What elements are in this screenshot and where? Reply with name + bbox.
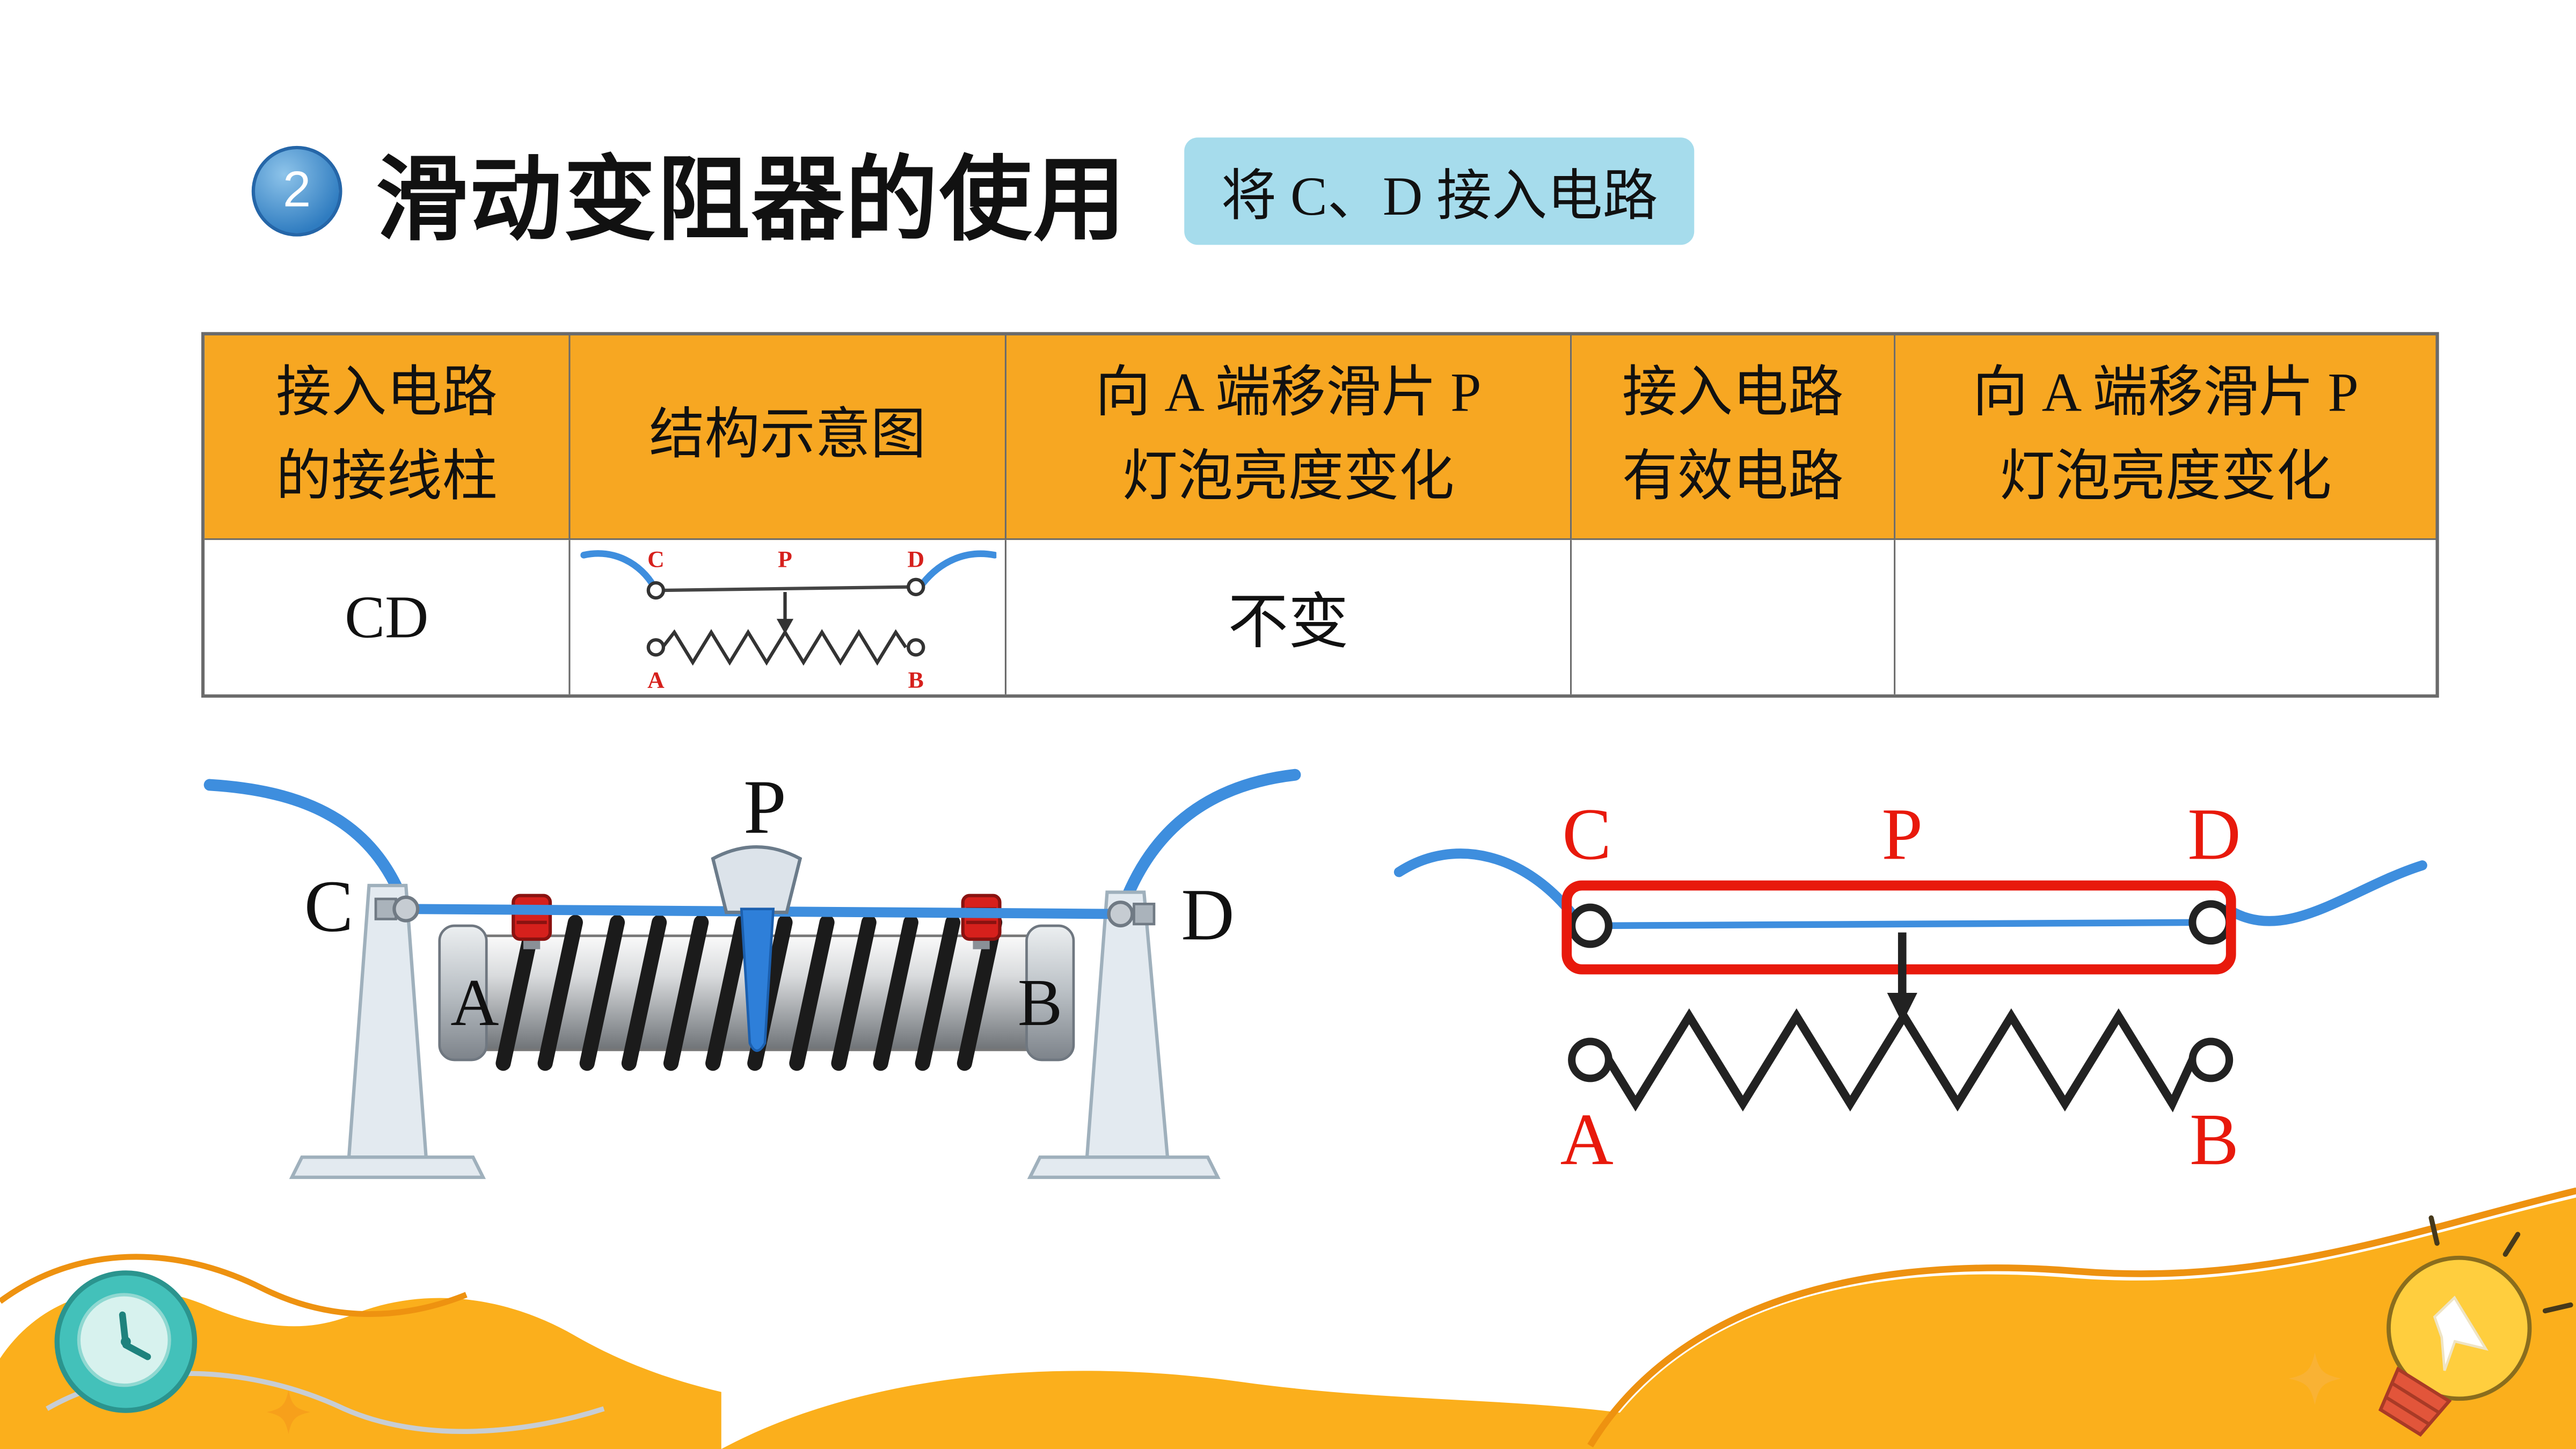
sparkle-icon — [266, 1390, 311, 1434]
photo-label-a: A — [450, 966, 499, 1040]
cell-structure-diagram: C P D A B — [570, 540, 1006, 694]
mini-label-b: B — [907, 667, 923, 692]
section-number-badge: 2 — [251, 145, 342, 237]
schematic-label-d: D — [2187, 793, 2241, 875]
cell-brightness-result-2 — [1895, 540, 2436, 694]
photo-label-p: P — [743, 765, 786, 850]
decor-wave-middle — [721, 1371, 1695, 1449]
cell-effective-circuit — [1572, 540, 1896, 694]
slide-header: 2 滑动变阻器的使用 将 C、D 接入电路 — [251, 124, 1695, 258]
slider-knob — [711, 845, 802, 1052]
wire-from-d — [1114, 769, 1301, 920]
sparkle-icon-2 — [2288, 1352, 2341, 1405]
mini-label-p: P — [777, 546, 792, 572]
header-effective-line2: 有效电路 — [1622, 447, 1844, 508]
header-brightness-change: 向 A 端移滑片 P 灯泡亮度变化 — [1006, 335, 1572, 540]
cell-brightness-result: 不变 — [1006, 540, 1572, 694]
mini-slider-rail — [661, 585, 907, 592]
schematic-wire-left — [1393, 848, 1579, 921]
header-terminals-line1: 接入电路 — [276, 364, 498, 425]
header-effective-line1: 接入电路 — [1622, 364, 1844, 425]
header-brightness-change-2: 向 A 端移滑片 P 灯泡亮度变化 — [1895, 335, 2436, 540]
mini-terminal-a — [646, 638, 665, 657]
header-structure-diagram: 结构示意图 — [570, 335, 1006, 540]
decor-outline-left — [0, 1254, 468, 1318]
photo-label-b: B — [1018, 966, 1062, 1040]
slider-arrowhead — [1887, 993, 1917, 1023]
schematic-terminal-b — [2188, 1037, 2234, 1082]
mini-label-c: C — [647, 546, 664, 572]
rheostat-illustration: P C D A B — [203, 765, 1301, 1179]
mini-label-a: A — [647, 667, 664, 692]
right-end-cap — [1025, 924, 1075, 1062]
header-brightness2-line1: 向 A 端移滑片 P — [1972, 364, 2359, 425]
cell-terminals-cd: CD — [205, 540, 571, 694]
mini-circuit-diagram: C P D A B — [579, 546, 996, 693]
lightbulb-icon — [2378, 1215, 2573, 1437]
header-brightness2-line2: 灯泡亮度变化 — [1999, 447, 2332, 508]
terminal-d — [1107, 901, 1156, 928]
schematic-wire-right — [2222, 860, 2427, 926]
circuit-schematic: C P D A B — [1393, 793, 2427, 1180]
schematic-label-c: C — [1562, 793, 1611, 875]
left-end-cap — [438, 924, 488, 1062]
right-stand — [1027, 890, 1221, 1179]
left-stand — [289, 883, 486, 1179]
decor-wave-left — [0, 1290, 721, 1449]
schematic-label-a: A — [1560, 1098, 1614, 1180]
mini-resistor-zigzag — [660, 629, 907, 666]
page-title: 滑动变阻器的使用 — [376, 149, 1128, 252]
resistor-zigzag — [1605, 1008, 2196, 1113]
mini-wire-right — [918, 550, 996, 587]
header-effective-circuit: 接入电路 有效电路 — [1572, 335, 1896, 540]
mini-terminal-b — [906, 638, 924, 657]
header-terminals: 接入电路 的接线柱 — [205, 335, 571, 540]
mini-wire-left — [579, 550, 657, 590]
mini-arrowhead — [776, 619, 793, 634]
decor-wave-right — [1593, 1197, 2576, 1449]
header-structure-line1: 结构示意图 — [649, 405, 926, 466]
schematic-terminal-a — [1568, 1037, 1612, 1082]
schematic-label-b: B — [2190, 1098, 2239, 1180]
photo-label-c: C — [304, 865, 354, 947]
photo-label-d: D — [1181, 873, 1234, 955]
clock-icon — [54, 1270, 198, 1413]
header-brightness-line1: 向 A 端移滑片 P — [1095, 364, 1482, 425]
badge-number: 2 — [283, 163, 311, 218]
schematic-label-p: P — [1882, 793, 1923, 875]
header-terminals-line2: 的接线柱 — [276, 447, 498, 508]
mini-terminal-c — [646, 581, 665, 600]
terminal-c — [374, 895, 420, 923]
decor-outline-right — [1587, 1187, 2576, 1448]
mini-label-d: D — [907, 546, 924, 572]
wire-from-c — [203, 779, 412, 915]
schematic-terminal-d — [2188, 900, 2234, 945]
header-brightness-line2: 灯泡亮度变化 — [1122, 447, 1455, 508]
callout-box: 将 C、D 接入电路 — [1184, 137, 1695, 245]
schematic-terminal-c — [1568, 903, 1612, 948]
decor-outline-gray — [46, 1371, 605, 1434]
results-table: 接入电路 的接线柱 结构示意图 向 A 端移滑片 P 灯泡亮度变化 接入电路 有… — [201, 332, 2439, 698]
schematic-slider-rail — [1590, 919, 2211, 930]
mini-terminal-d — [906, 577, 924, 596]
